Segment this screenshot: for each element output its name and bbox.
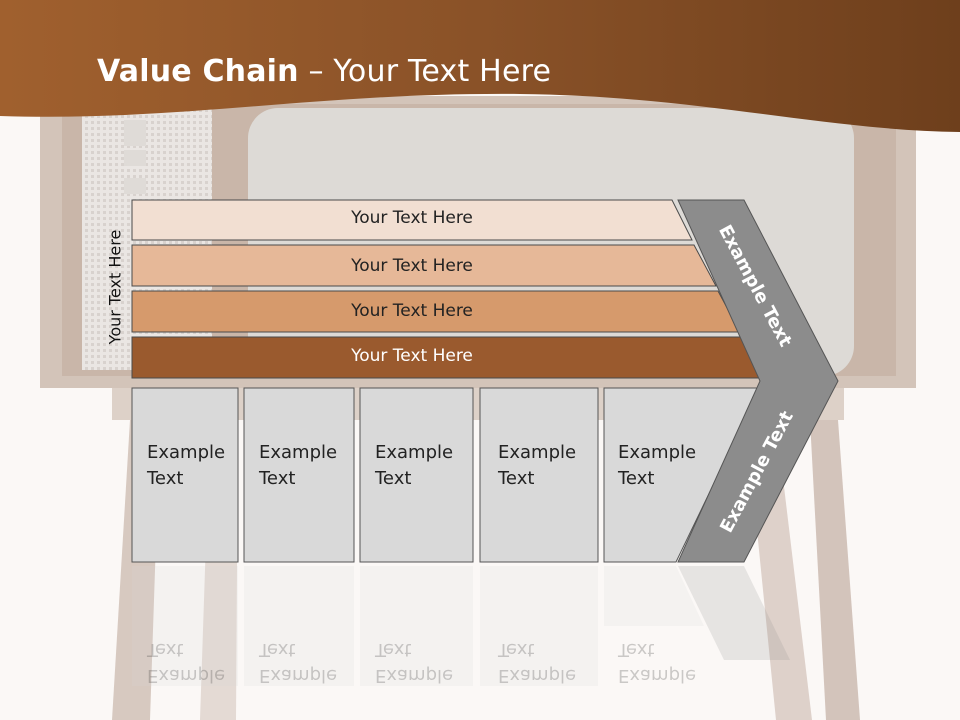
header-banner: [0, 0, 960, 132]
row-2-label: Your Text Here: [351, 256, 473, 276]
margin-chevron: [677, 199, 839, 563]
slide-title: Value Chain – Your Text Here: [97, 54, 552, 89]
row-3-label: Your Text Here: [351, 301, 473, 321]
row-4-label: Your Text Here: [351, 346, 473, 366]
row-1-label: Your Text Here: [351, 208, 473, 228]
row-1-band: [131, 199, 693, 241]
activity-cell-1: [131, 387, 239, 563]
activity-cell-4: [479, 387, 599, 563]
activity-cell-2: [243, 387, 355, 563]
row-2-band: [131, 244, 717, 287]
activity-cell-3: [359, 387, 474, 563]
activity-cell-5: [603, 387, 761, 563]
